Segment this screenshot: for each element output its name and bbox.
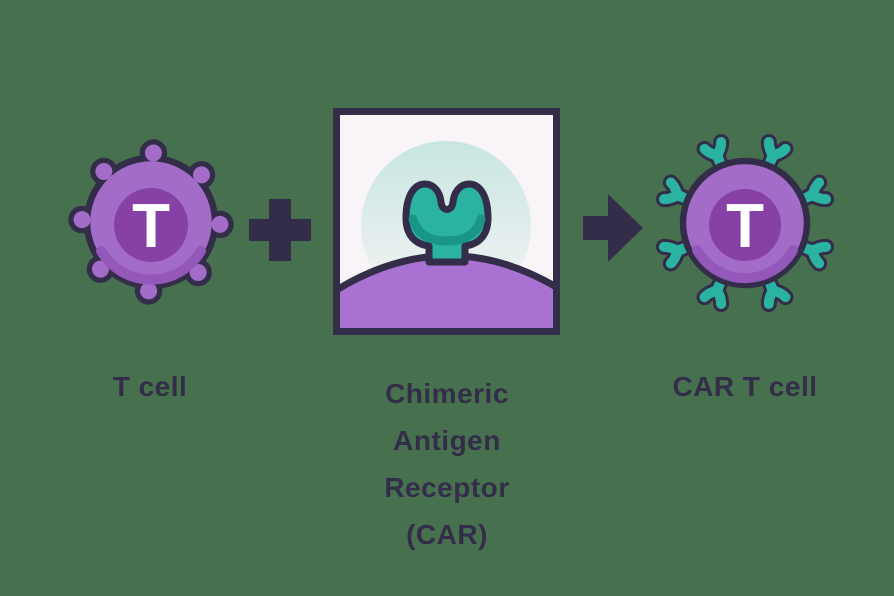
t-cell-nucleus: [114, 188, 188, 262]
t-cell-illustration: T: [68, 139, 234, 305]
car-t-cell-illustration: T: [664, 142, 826, 304]
t-cell-shadow: [96, 246, 206, 285]
car-label-line-4: (CAR): [406, 519, 488, 550]
car-label-line-2: Antigen: [393, 425, 501, 456]
car-label-line-1: Chimeric: [385, 378, 509, 409]
car-label: Chimeric Antigen Receptor (CAR): [337, 370, 557, 558]
car-box-border: [333, 108, 560, 335]
right-arrow-icon: [583, 194, 643, 262]
plus-icon: [249, 199, 311, 261]
car-t-cell-letter: T: [726, 192, 764, 261]
car-t-cell-label: CAR T cell: [672, 371, 818, 402]
car-receptor-shading: [408, 214, 486, 246]
car-t-cell-shadow: [692, 245, 798, 284]
car-t-cell-nucleus: [709, 189, 781, 261]
car-receptor-icon: [402, 180, 492, 266]
car-box-illustration: [333, 108, 560, 335]
t-cell-label: T cell: [112, 371, 188, 402]
car-label-line-3: Receptor: [384, 472, 510, 503]
t-cell-letter: T: [132, 192, 170, 261]
